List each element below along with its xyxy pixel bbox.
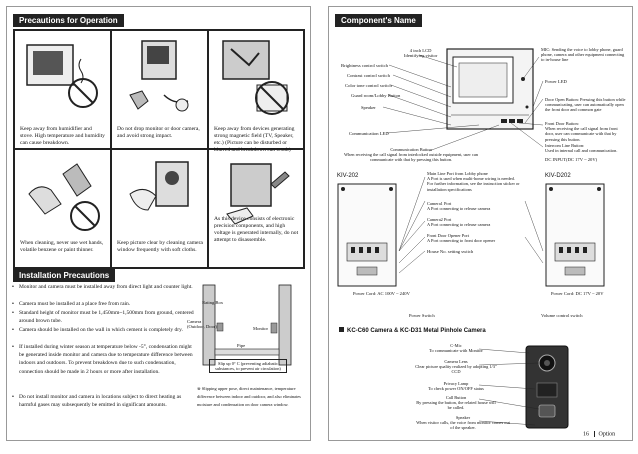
kc-label-lamp: Privacy Lamp To check power ON/OFF statu…: [428, 381, 484, 392]
camera-leader-lines: [478, 348, 540, 426]
model-kiv202: KIV-202: [337, 173, 359, 179]
precaution-caption-5: Keep picture clear by cleaning camera wi…: [117, 240, 203, 253]
install-bullet-5: •If installed during winter season at te…: [12, 344, 193, 375]
precaution-caption-4: When cleaning, never use wet hands, vola…: [20, 240, 104, 253]
label-door-open: Door Open Button: Pressing this button w…: [545, 97, 626, 113]
precaution-cell-2: Do not drop monitor or door camera, and …: [111, 30, 208, 149]
precaution-caption-2: Do not drop monitor or door camera, and …: [117, 126, 200, 139]
footer-divider: [593, 431, 594, 437]
port-leader-lines: [398, 176, 544, 274]
diagram-monitor: Monitor: [253, 326, 269, 331]
label-mic: MIC: Sending the voice to lobby phone, g…: [541, 47, 625, 63]
monitor-leader-lines: [382, 54, 544, 152]
install-bullet-text: Camera must be installed at a place free…: [19, 301, 131, 307]
kivd202-back-illustration: [545, 183, 605, 287]
install-bullet-2: •Camera must be installed at a place fre…: [12, 301, 131, 307]
page-number: 16: [583, 431, 589, 438]
label-comm-button: Communication Button When receiving the …: [344, 147, 478, 163]
port-camera1: Camera1 Port A Port connecting to releas…: [427, 201, 491, 212]
label-speaker: Speaker: [361, 105, 376, 110]
precaution-cell-4: When cleaning, never use wet hands, vola…: [14, 149, 111, 268]
no-magnetic-icon: [222, 40, 289, 115]
install-bullet-text: Camera should be installed on the wall i…: [19, 327, 183, 333]
label-color-tone: Color tone control switch: [345, 83, 392, 88]
port-camera2: Camera2 Port A Port connecting to releas…: [427, 217, 491, 228]
precaution-caption-6: As this device consists of electronic pr…: [214, 216, 299, 243]
right-page: Component's Name 4 inch LCD Identif: [328, 6, 633, 441]
section-title-installation: Installation Precautions: [13, 269, 116, 282]
diagram-pipe: Pipe: [237, 343, 246, 348]
no-humidifier-icon: [26, 44, 98, 108]
installation-diagram: [202, 284, 292, 366]
install-bullet-1: •Monitor and camera must be installed aw…: [12, 284, 193, 290]
install-bullet-text: Standard height of monitor must be 1,450…: [19, 310, 194, 325]
install-bullet-text: Do not install monitor and camera in loc…: [19, 394, 182, 409]
kc-label-cmic: C-Mic To communicate with Monitor: [429, 343, 483, 354]
install-bullet-6: •Do not install monitor and camera in lo…: [12, 394, 182, 409]
square-bullet-icon: [339, 327, 344, 332]
label-front-door: Front Door Button: When receiving the ca…: [545, 121, 618, 142]
install-bullet-text: If installed during winter season at tem…: [19, 344, 193, 375]
kc-camera-title: KC-C60 Camera & KC-D31 Metal Pinhole Cam…: [347, 328, 486, 334]
port-front-door-opener: Front Door Opener Port A Port connecting…: [427, 233, 496, 244]
diagram-camera: Camera (Outdoor, Door): [187, 319, 217, 330]
install-bullet-4: •Camera should be installed on the wall …: [12, 327, 183, 333]
precaution-caption-1: Keep away from humidifier and stove. Hig…: [20, 126, 105, 146]
no-wet-hands-icon: [28, 163, 100, 231]
diagram-footnote: ※ Slipping upper pose, direct maintenanc…: [197, 386, 301, 407]
label-dc-input: DC INPUT(DC 17V ~ 20V): [545, 157, 598, 162]
precaution-caption-3: Keep away from devices generating strong…: [214, 126, 295, 153]
no-disassemble-icon: [226, 163, 290, 225]
kc-label-lens: Camera Lens Clear picture quality realiz…: [415, 359, 497, 375]
label-guard-button: Guard room/Lobby Button: [351, 93, 401, 98]
cleaning-cloth-icon: [129, 161, 189, 211]
precaution-grid: Keep away from humidifier and stove. Hig…: [13, 29, 305, 269]
port-main-line: Main Line Port from Lobby phone A Port i…: [427, 171, 520, 192]
kc-label-call: Call Button By pressing the button, the …: [416, 395, 496, 411]
label-comm-led: Communication LED: [349, 131, 389, 136]
model-kivd202: KIV-D202: [545, 173, 571, 179]
label-power-cord-ac: Power Cord: AC 100V ~ 240V: [353, 291, 410, 296]
precaution-cell-1: Keep away from humidifier and stove. Hig…: [14, 30, 111, 149]
diagram-note: Slip up 0° C (preventing adiabatic subst…: [209, 359, 287, 374]
no-drop-icon: [129, 40, 189, 112]
kc-camera-heading: KC-C60 Camera & KC-D31 Metal Pinhole Cam…: [339, 327, 486, 334]
label-lcd: 4 inch LCD Identifying visitor: [404, 48, 438, 59]
section-title-operation: Precautions for Operation: [13, 14, 124, 27]
port-house-no: House No. setting switch: [427, 249, 474, 254]
install-bullet-3: •Standard height of monitor must be 1,45…: [12, 310, 194, 325]
install-bullet-text: Monitor and camera must be installed awa…: [19, 284, 193, 290]
left-page: Precautions for Operation Keep away from…: [6, 6, 311, 441]
label-power-led: Power LED: [545, 79, 567, 84]
page-footer: 16 Option: [583, 431, 615, 437]
precaution-cell-5: Keep picture clear by cleaning camera wi…: [111, 149, 208, 268]
label-power-switch: Power Switch: [409, 313, 435, 318]
door-camera-illustration: [525, 345, 569, 429]
label-intercom: Intercom Line Button: Used in internal c…: [545, 143, 618, 154]
kc-label-speaker: Speaker When visitor calls, the voice fr…: [416, 415, 510, 431]
monitor-front-illustration: [446, 48, 534, 130]
section-title-components: Component's Name: [335, 14, 422, 27]
label-power-cord-dc: Power Cord: DC 17V ~ 20V: [551, 291, 604, 296]
kiv202-back-illustration: [337, 183, 397, 287]
page-section-label: Option: [598, 431, 616, 438]
label-volume: Volume control switch: [541, 313, 583, 318]
precaution-cell-6: As this device consists of electronic pr…: [208, 149, 304, 268]
label-contrast: Contrast control switch: [347, 73, 390, 78]
diagram-rating-box: Rating Box: [202, 300, 224, 305]
precaution-cell-3: Keep away from devices generating strong…: [208, 30, 304, 153]
label-brightness: Brightness control switch: [341, 63, 388, 68]
